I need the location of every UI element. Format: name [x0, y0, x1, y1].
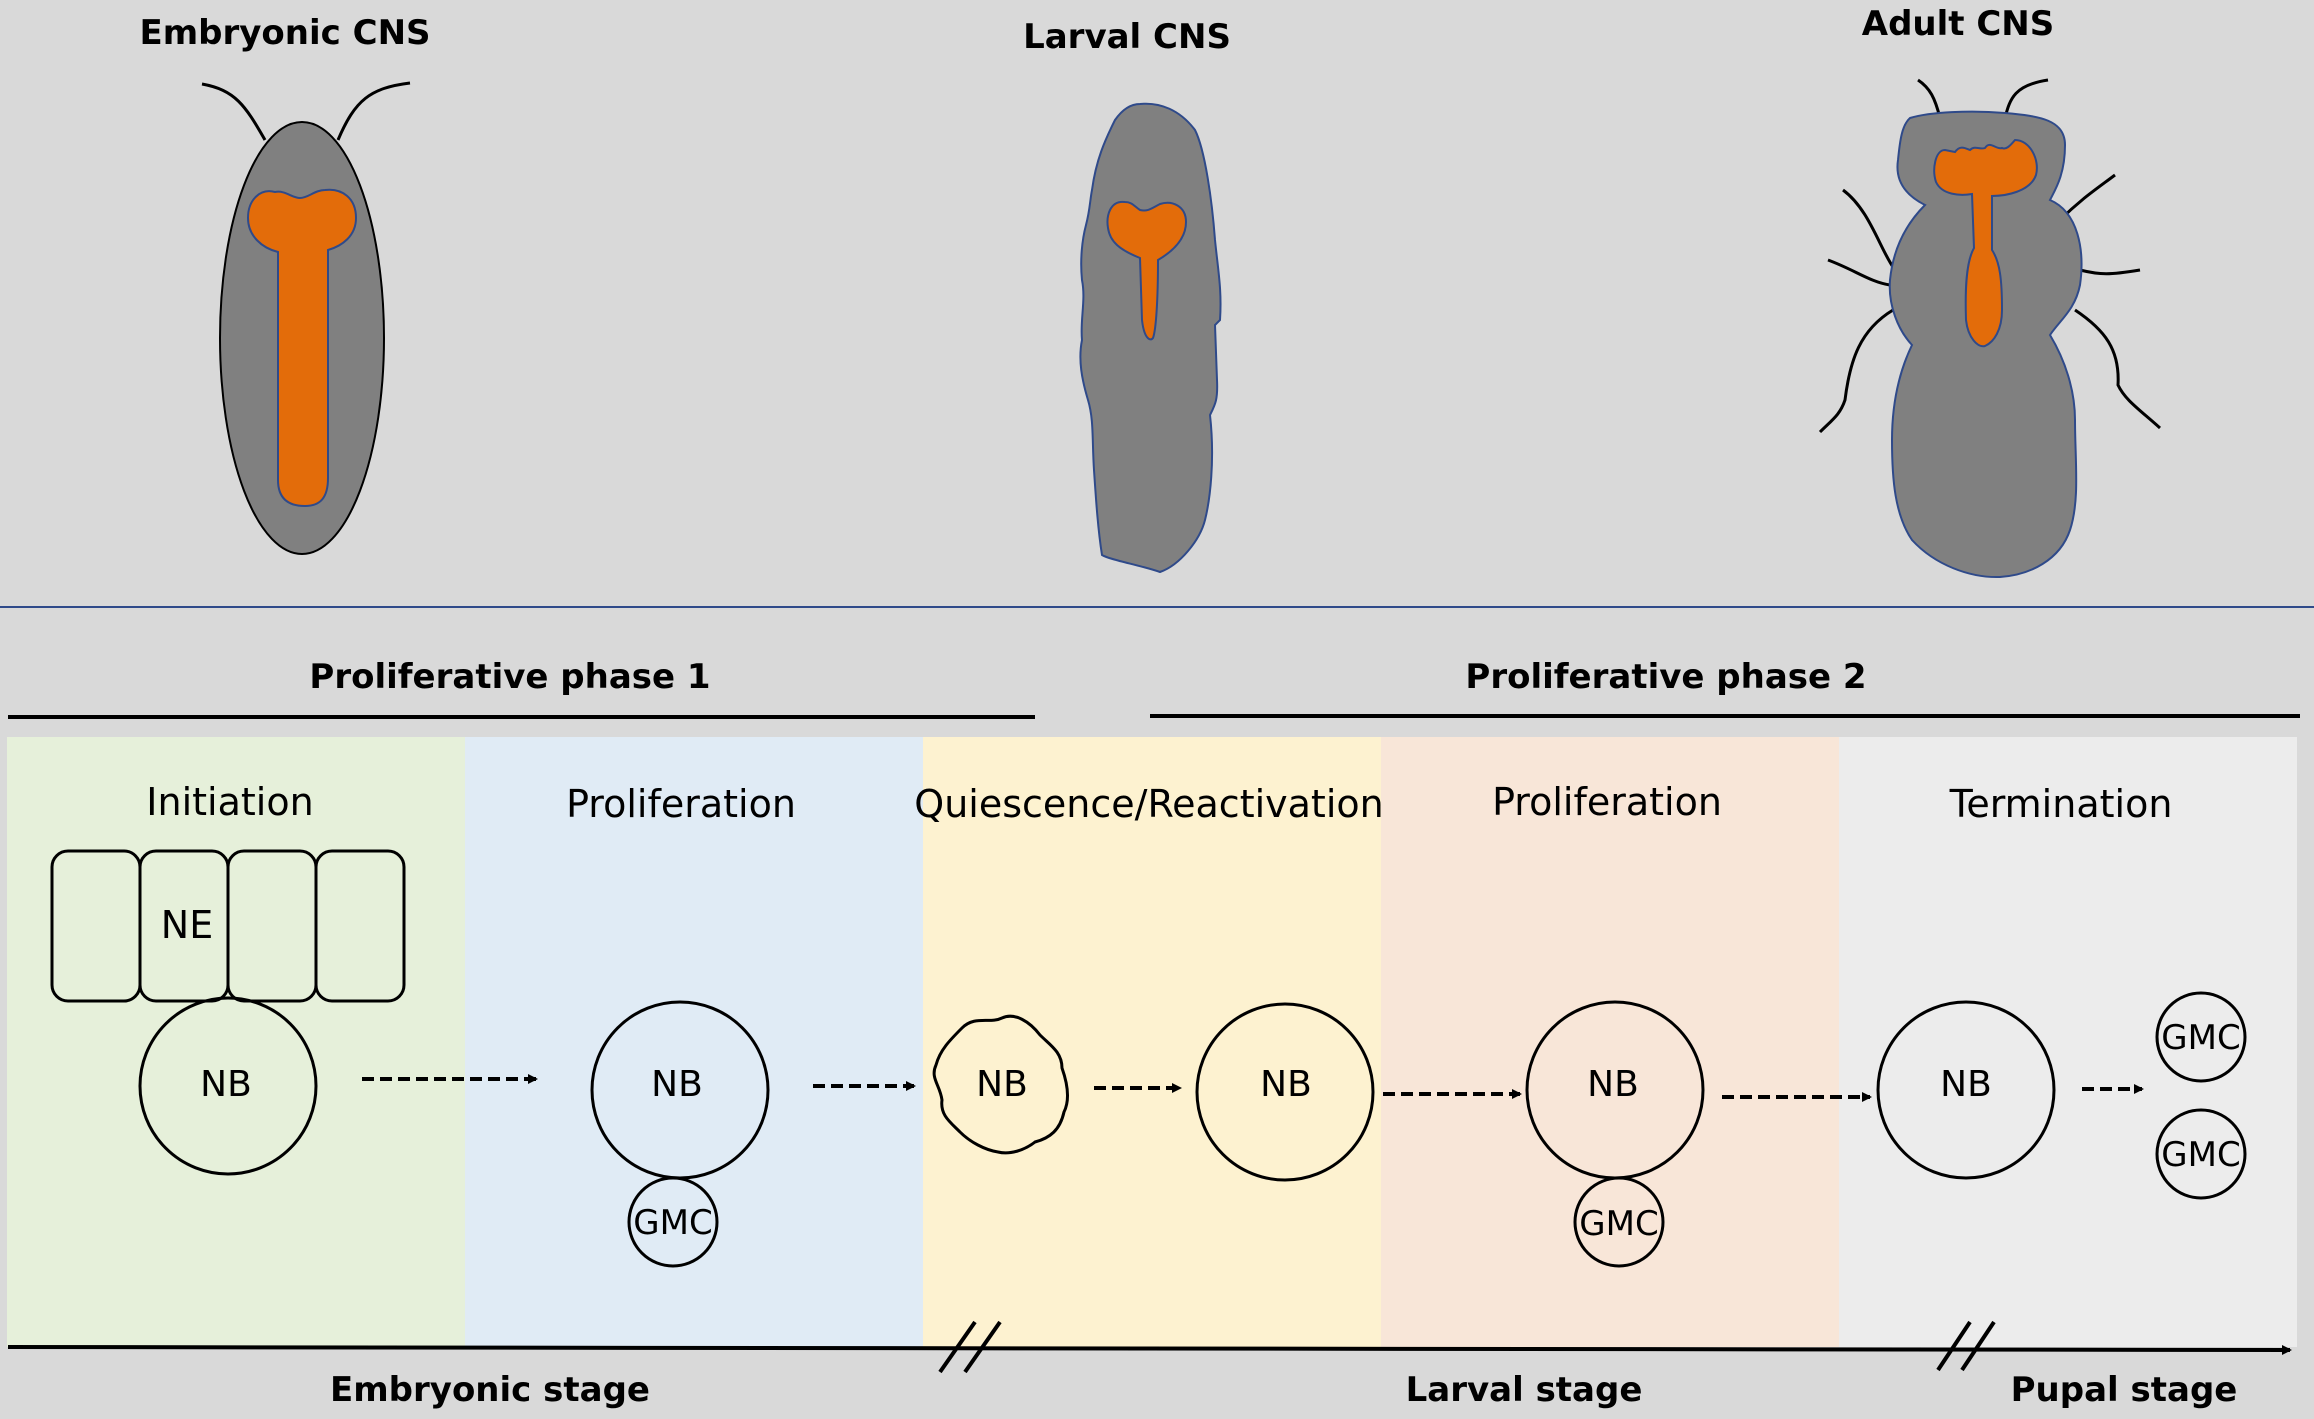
- gmc-label-termination-1: GMC: [2161, 1018, 2240, 1058]
- adult-cns-shape: [1933, 138, 2038, 348]
- timeline-axis: [7, 1344, 2292, 1355]
- gmc-cell-termination-1: [2155, 991, 2247, 1083]
- embryonic-cns-shape: [246, 188, 358, 508]
- panel-quiescence-reactivation: [923, 737, 1381, 1347]
- panel-title-proliferation-2: Proliferation: [1492, 780, 1722, 824]
- nb-cell-termination: [1876, 1000, 2056, 1180]
- larval-cns-label: Larval CNS: [1023, 17, 1231, 57]
- nb-label-reactivated: NB: [1260, 1064, 1312, 1105]
- larva-illustration: [1079, 102, 1222, 574]
- neuroepithelium-cells: [50, 849, 406, 1003]
- nb-label-quiescent: NB: [976, 1064, 1028, 1105]
- adult-fly-illustration: [1818, 78, 2162, 579]
- nb-label-initiation: NB: [200, 1064, 252, 1105]
- timeline-break-2: [1936, 1320, 1996, 1372]
- nb-label-proliferation-2: NB: [1587, 1064, 1639, 1105]
- gmc-label-proliferation-2: GMC: [1579, 1204, 1658, 1244]
- embryonic-stage-label: Embryonic stage: [330, 1370, 650, 1410]
- proliferative-phase-2-label: Proliferative phase 2: [1465, 657, 1866, 697]
- panel-proliferation-2: [1381, 737, 1839, 1347]
- nb-cell-initiation: [138, 996, 318, 1176]
- nb-cell-reactivated: [1195, 1002, 1375, 1182]
- panel-title-termination: Termination: [1949, 782, 2173, 826]
- pupal-stage-label: Pupal stage: [2011, 1370, 2238, 1410]
- gmc-cell-proliferation-1: [627, 1176, 719, 1268]
- timeline-break-1: [938, 1320, 1002, 1374]
- gmc-cell-proliferation-2: [1573, 1176, 1665, 1268]
- ne-label: NE: [161, 903, 213, 947]
- nb-label-termination: NB: [1940, 1064, 1992, 1105]
- panel-title-initiation: Initiation: [146, 780, 313, 824]
- proliferative-phase-1-label: Proliferative phase 1: [309, 657, 710, 697]
- gmc-label-proliferation-1: GMC: [633, 1203, 712, 1243]
- adult-cns-label: Adult CNS: [1862, 4, 2055, 44]
- embryonic-cns-label: Embryonic CNS: [139, 13, 430, 53]
- gmc-cell-termination-2: [2155, 1108, 2247, 1200]
- larval-stage-label: Larval stage: [1406, 1370, 1643, 1410]
- panel-termination: [1839, 737, 2297, 1347]
- panel-proliferation-1: [465, 737, 923, 1347]
- panel-title-proliferation-1: Proliferation: [566, 782, 796, 826]
- panel-initiation: [7, 737, 465, 1347]
- panel-title-quiescence-reactivation: Quiescence/Reactivation: [914, 782, 1383, 826]
- larval-cns-shape: [1106, 200, 1188, 341]
- embryo-illustration: [201, 81, 411, 555]
- nb-label-proliferation-1: NB: [651, 1064, 703, 1105]
- nb-cell-quiescent: [932, 1014, 1070, 1155]
- gmc-label-termination-2: GMC: [2161, 1135, 2240, 1175]
